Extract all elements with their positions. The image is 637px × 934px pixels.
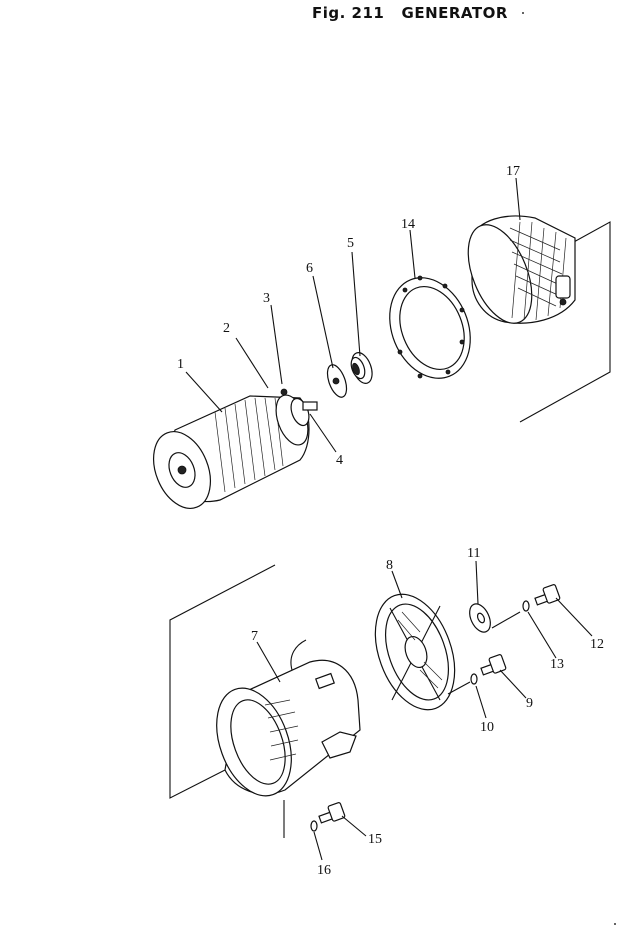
callout-12: 12 [590,637,604,652]
part-11-plate [469,603,491,633]
callout-15: 15 [368,832,382,847]
part-13-washer [522,600,530,612]
figure-title: Fig. 211 GENERATOR [312,4,508,22]
callout-14: 14 [401,217,415,232]
callout-3: 3 [263,291,270,306]
callout-4: 4 [336,453,343,468]
leader-dash-11 [491,611,521,629]
part-1-rotor [153,388,318,509]
callout-8: 8 [386,558,393,573]
callout-13: 13 [550,657,564,672]
part-12-bolt [534,584,561,606]
part-14-gasket [389,275,471,379]
callout-17: 17 [506,164,520,179]
leader-lines [185,177,593,861]
callout-10: 10 [480,720,494,735]
part-5-bearing [350,352,373,384]
callout-11: 11 [467,546,480,561]
callout-5: 5 [347,236,354,251]
speck [522,12,524,14]
callout-6: 6 [306,261,313,276]
callout-labels: 1 2 3 4 5 6 7 8 9 10 11 12 13 14 15 16 1… [177,164,604,878]
lower-bracket-line [169,564,276,799]
part-16-washer [310,820,318,832]
leader-dash-10 [447,681,471,695]
upper-bracket-line [519,221,611,423]
callout-2: 2 [223,321,230,336]
speck [614,923,616,925]
callout-16: 16 [317,863,331,878]
callout-1: 1 [177,357,184,372]
callout-7: 7 [251,629,258,644]
part-9-bolt [480,654,507,676]
part-7-housing [216,639,361,797]
part-10-washer [470,673,478,685]
part-6-plate [326,364,348,398]
part-17-cover-band [467,215,576,324]
callout-9: 9 [526,696,533,711]
part-8-end-cover [374,593,456,711]
part-15-bolt [318,802,346,824]
